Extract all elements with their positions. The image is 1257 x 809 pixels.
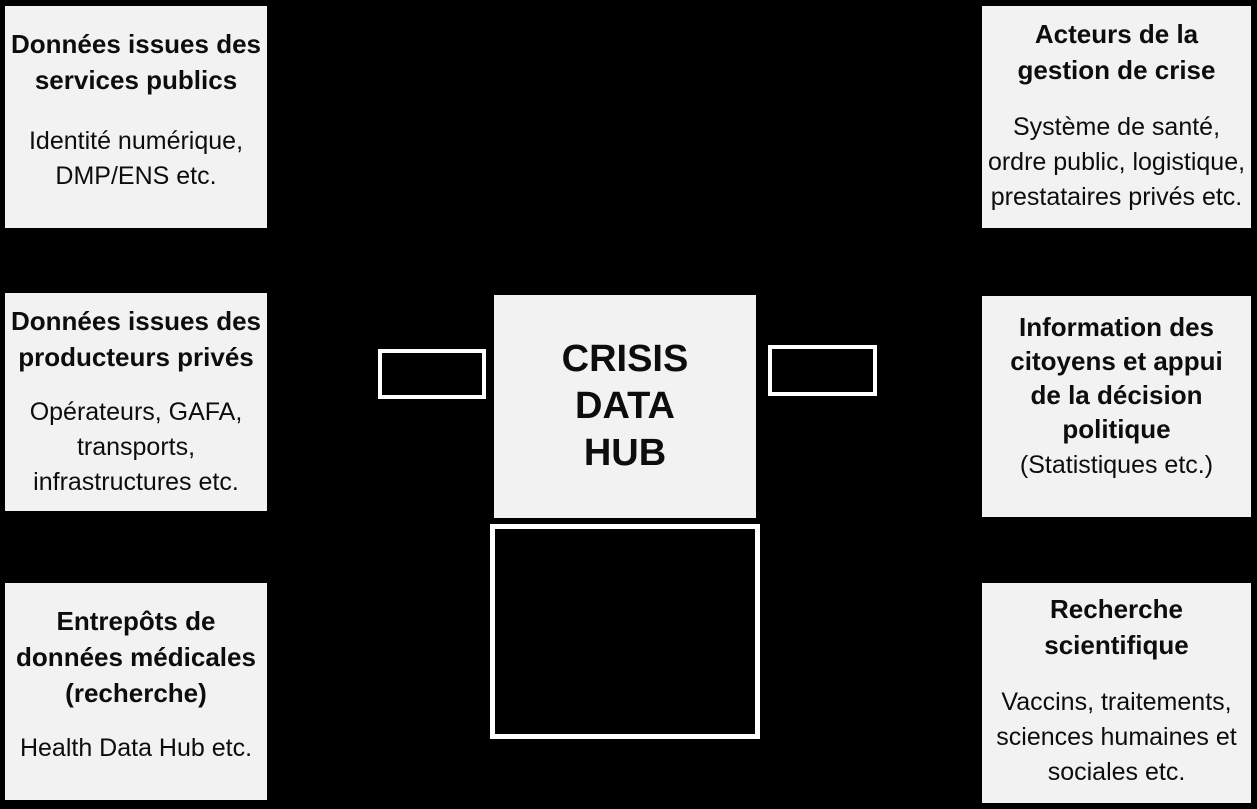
box-citizen-information-political-decision: Information des citoyens et appui de la … [982, 296, 1251, 517]
connector-box-left [378, 349, 486, 399]
box-scientific-research: Recherche scientifique Vaccins, traiteme… [982, 583, 1251, 803]
box-medical-data-warehouses: Entrepôts de données médicales (recherch… [5, 583, 267, 800]
box-title: Acteurs de la gestion de crise [1017, 19, 1216, 85]
box-body: Opérateurs, GAFA, transports, infrastruc… [29, 398, 243, 496]
box-body: Health Data Hub etc. [19, 734, 253, 762]
box-body: Système de santé, ordre public, logistiq… [987, 113, 1246, 211]
box-title: Recherche scientifique [1044, 594, 1189, 660]
box-public-services-data: Données issues des services publics Iden… [5, 6, 267, 228]
hub-label: CRISIS DATA HUB [561, 338, 689, 474]
box-crisis-management-actors: Acteurs de la gestion de crise Système d… [982, 6, 1251, 228]
box-title: Données issues des services publics [11, 29, 261, 95]
box-body: Identité numérique, DMP/ENS etc. [28, 127, 244, 190]
box-title: Données issues des producteurs privés [11, 306, 261, 372]
box-crisis-data-hub: CRISIS DATA HUB [494, 295, 756, 518]
box-private-producers-data: Données issues des producteurs privés Op… [5, 293, 267, 511]
box-title: Information des citoyens et appui de la … [1010, 312, 1223, 444]
empty-outlined-box [490, 524, 760, 739]
box-body: (Statistiques etc.) [1019, 451, 1214, 479]
box-title: Entrepôts de données médicales (recherch… [16, 606, 256, 708]
box-body: Vaccins, traitements, sciences humaines … [996, 688, 1237, 786]
connector-box-right [768, 345, 877, 396]
